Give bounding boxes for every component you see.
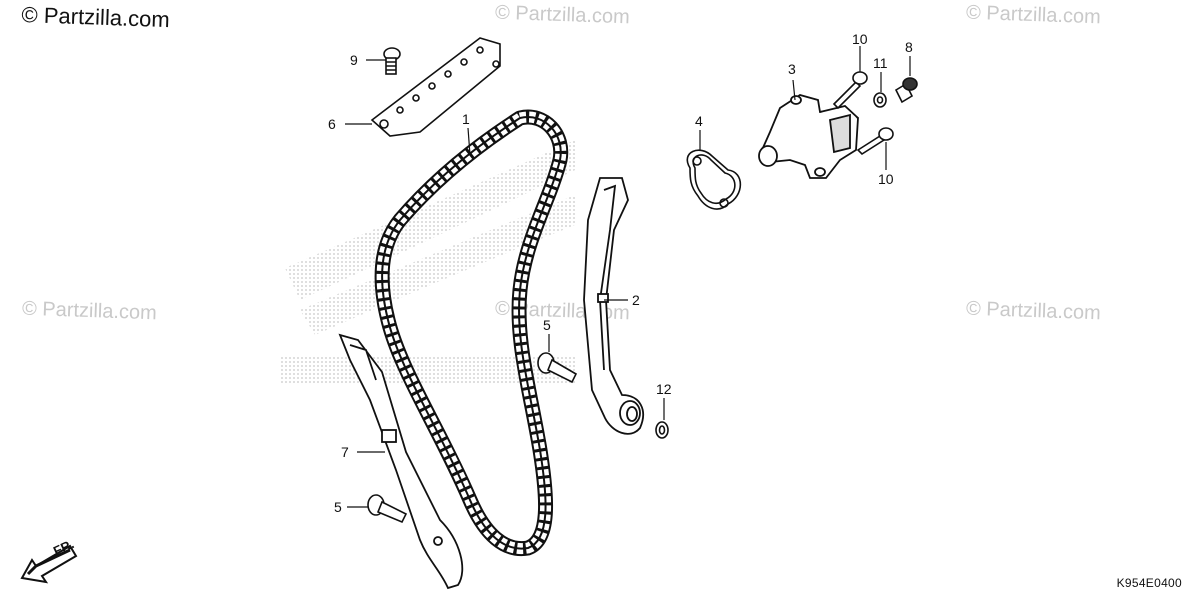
callout-5-lower: 5 [334, 499, 342, 515]
pivot-washer [655, 421, 669, 439]
front-direction-arrow-icon: FR. [20, 536, 78, 584]
sealing-bolt [894, 77, 918, 104]
cam-chain [374, 109, 569, 557]
callout-5-upper: 5 [543, 317, 551, 333]
sealing-washer [873, 92, 887, 108]
guide-plate-bolt [383, 47, 401, 75]
cam-chain-guide-plate [370, 37, 501, 137]
callout-8: 8 [905, 39, 913, 55]
callout-1: 1 [462, 111, 470, 127]
leader-lines [345, 46, 911, 508]
diagram-code: K954E0400 [1116, 576, 1182, 590]
guide-pivot-bolt-upper [537, 352, 578, 384]
arm-pivot-bolt-lower [367, 494, 408, 524]
callout-7: 7 [341, 444, 349, 460]
callout-3: 3 [788, 61, 796, 77]
callout-6: 6 [328, 116, 336, 132]
callout-10-lower: 10 [878, 171, 894, 187]
callout-9: 9 [350, 52, 358, 68]
tensioner-gasket [686, 149, 742, 210]
tensioner-bolt-lower [856, 127, 894, 156]
callout-labels: 1 2 3 4 5 5 6 7 8 9 10 10 11 12 [328, 31, 913, 515]
cam-chain-guide [583, 177, 644, 435]
callout-2: 2 [632, 292, 640, 308]
callout-11: 11 [873, 55, 888, 71]
callout-12: 12 [656, 381, 672, 397]
callout-4: 4 [695, 113, 703, 129]
tensioner-bolt-upper [832, 71, 868, 110]
callout-10-upper: 10 [852, 31, 868, 47]
tensioner-lifter [758, 94, 859, 179]
cam-chain-tensioner-arm [338, 333, 464, 590]
